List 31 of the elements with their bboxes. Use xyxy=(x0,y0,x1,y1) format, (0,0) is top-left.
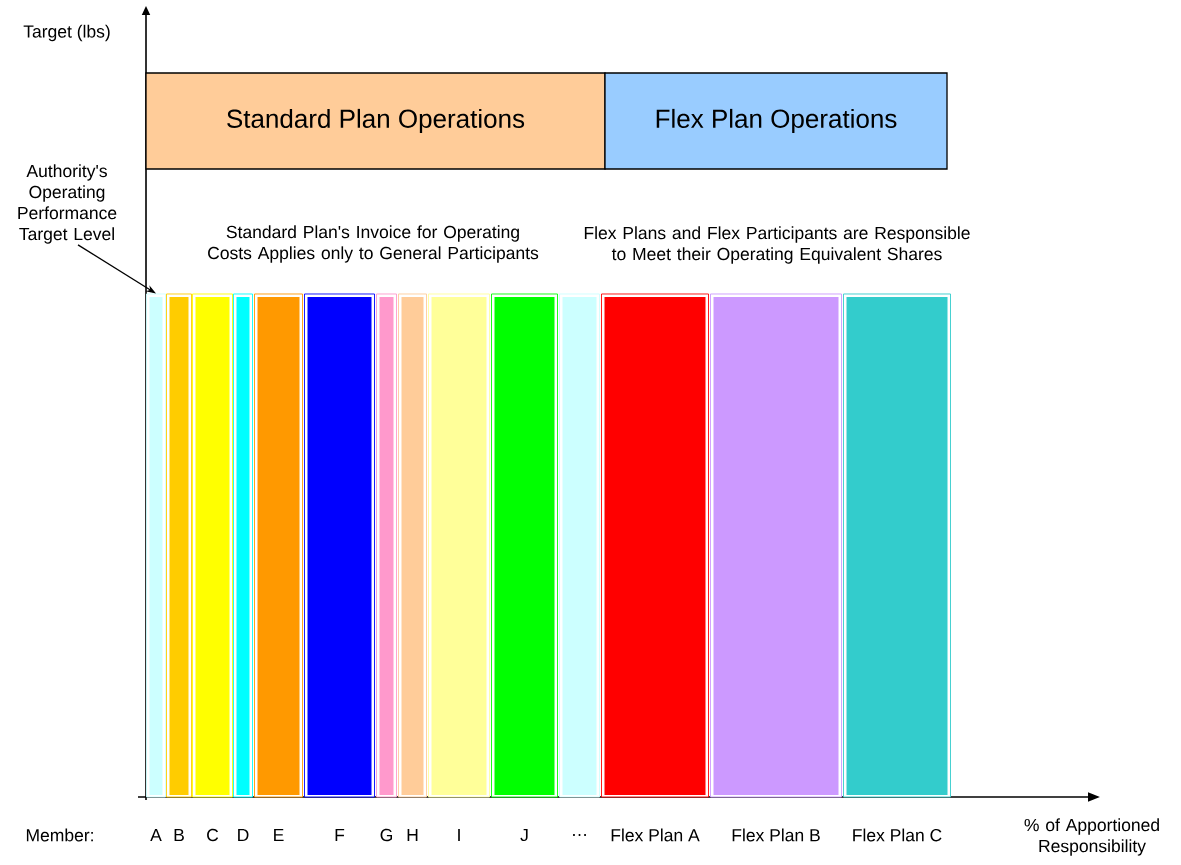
member-label: E xyxy=(274,828,284,841)
member-label: Flex Plan B xyxy=(732,828,820,842)
bar xyxy=(376,293,397,798)
axis-title: Target (lbs) xyxy=(23,24,110,42)
member-label: J xyxy=(520,828,528,842)
member-label: I xyxy=(458,828,460,841)
member-label: Flex Plan C xyxy=(853,828,942,842)
member-label: A xyxy=(150,828,162,841)
member-label: C xyxy=(207,828,219,842)
bar xyxy=(559,293,600,798)
member-label: B xyxy=(174,828,184,841)
bar xyxy=(146,293,166,798)
plan-band: Standard Plan Operations xyxy=(145,72,606,170)
member-label: F xyxy=(335,828,345,841)
member-label: … xyxy=(573,834,586,836)
bar xyxy=(710,293,842,798)
target-level-label: Authority's Operating Performance Target Level xyxy=(18,164,117,244)
bar xyxy=(166,293,192,798)
plan-band: Flex Plan Operations xyxy=(604,72,948,170)
note-text: Standard Plan's Invoice for Operating Costs Applies only to General Participants xyxy=(208,225,539,263)
bar xyxy=(233,293,253,798)
axis-label: Member: xyxy=(26,828,93,842)
note-text: Flex Plans and Flex Participants are Responsible to Meet their Operating Equivalent Shares xyxy=(584,226,970,264)
member-label: Flex Plan A xyxy=(611,828,700,842)
member-label: G xyxy=(380,828,392,842)
member-label: H xyxy=(407,828,418,841)
bar xyxy=(843,293,951,798)
axis-title: % of Apportioned Responsibility xyxy=(1024,818,1159,856)
member-label: D xyxy=(238,828,249,841)
bar xyxy=(491,293,558,798)
bar xyxy=(398,293,427,798)
